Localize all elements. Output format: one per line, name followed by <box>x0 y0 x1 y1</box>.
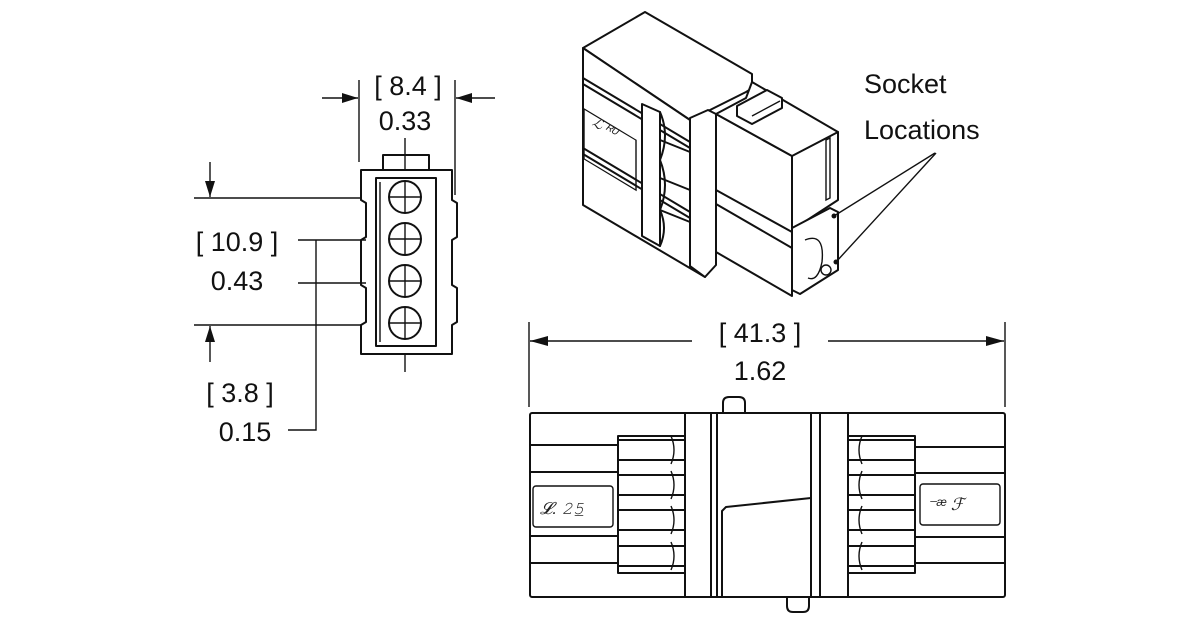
right-comb-teeth <box>847 435 916 571</box>
iso-rib <box>582 83 691 149</box>
left-latch-comb <box>617 435 686 574</box>
end-view-cavity <box>375 177 437 347</box>
iso-rib <box>582 77 691 143</box>
left-logo-plate <box>532 485 614 528</box>
top-view: [ 41.3 ] 1.62 𝓛. 𝟸𝟻̲ <box>528 318 1006 613</box>
end-view-latch <box>382 154 430 171</box>
pitch-imperial-label: 0.15 <box>219 417 272 447</box>
end-view-body <box>360 169 458 355</box>
center-step <box>721 412 812 598</box>
height-metric-label: [ 10.9 ] <box>196 227 279 257</box>
iso-edge <box>791 131 839 157</box>
socket-leader-2 <box>835 152 937 263</box>
comb-tooth-tip <box>670 505 675 535</box>
iso-latch-rib <box>659 209 691 223</box>
iso-divider <box>689 109 717 278</box>
top-latch-bump <box>722 396 746 413</box>
right-ribs <box>914 446 1006 564</box>
right-logo-plate <box>919 483 1001 526</box>
right-logo-mark: ⁻ᵆ ℱ <box>927 495 968 514</box>
comb-tooth-tip <box>858 470 863 500</box>
comb-tooth-tip <box>858 505 863 535</box>
length-metric-label: [ 41.3 ] <box>719 318 802 348</box>
length-arrow-right <box>986 336 1004 346</box>
iso-socket-ring <box>820 264 832 276</box>
height-arrow-top <box>205 181 215 197</box>
comb-tooth-tip <box>670 470 675 500</box>
iso-lower-front <box>715 203 793 297</box>
right-latch-comb <box>847 435 916 574</box>
length-arrow-left <box>530 336 548 346</box>
height-imperial-label: 0.43 <box>211 266 264 296</box>
socket-leader-1 <box>833 152 936 217</box>
iso-slot <box>825 136 831 202</box>
isometric-view: ℒ ᴿᵁ Socket Locations <box>582 11 980 297</box>
width-arrow-left <box>342 93 358 103</box>
width-metric-label: [ 8.4 ] <box>374 71 442 101</box>
comb-tooth-tip <box>858 435 863 465</box>
length-imperial-label: 1.62 <box>734 356 787 386</box>
comb-tooth-tip <box>670 435 675 465</box>
iso-top-latch <box>736 89 783 125</box>
iso-latch-wave <box>659 111 666 247</box>
iso-latch-rib <box>659 177 691 191</box>
iso-logo-plate <box>583 107 637 192</box>
iso-latch-band <box>641 103 661 247</box>
width-arrow-right <box>456 93 472 103</box>
pitch-leader <box>288 240 317 431</box>
socket-callout-line1: Socket <box>864 69 947 99</box>
socket-callout-line2: Locations <box>864 115 980 145</box>
left-ribs <box>529 444 619 564</box>
width-imperial-label: 0.33 <box>379 106 432 136</box>
left-logo-mark: 𝓛. 𝟸𝟻̲ <box>540 499 585 518</box>
left-comb-teeth <box>617 435 686 571</box>
iso-top-latch-line <box>751 100 781 117</box>
bottom-latch-bump <box>786 597 810 613</box>
iso-socket-curve <box>804 237 824 280</box>
comb-tooth-tip <box>670 541 675 571</box>
iso-socket-face <box>791 207 839 295</box>
socket-circles <box>388 180 422 340</box>
comb-tooth-tip <box>858 541 863 571</box>
iso-latch-rib <box>659 139 691 153</box>
pitch-metric-label: [ 3.8 ] <box>206 378 274 408</box>
height-arrow-bottom <box>205 326 215 342</box>
end-view: [ 8.4 ] 0.33 [ 10.9 ] 0.43 [ 3.8 ] 0.15 <box>194 71 495 447</box>
